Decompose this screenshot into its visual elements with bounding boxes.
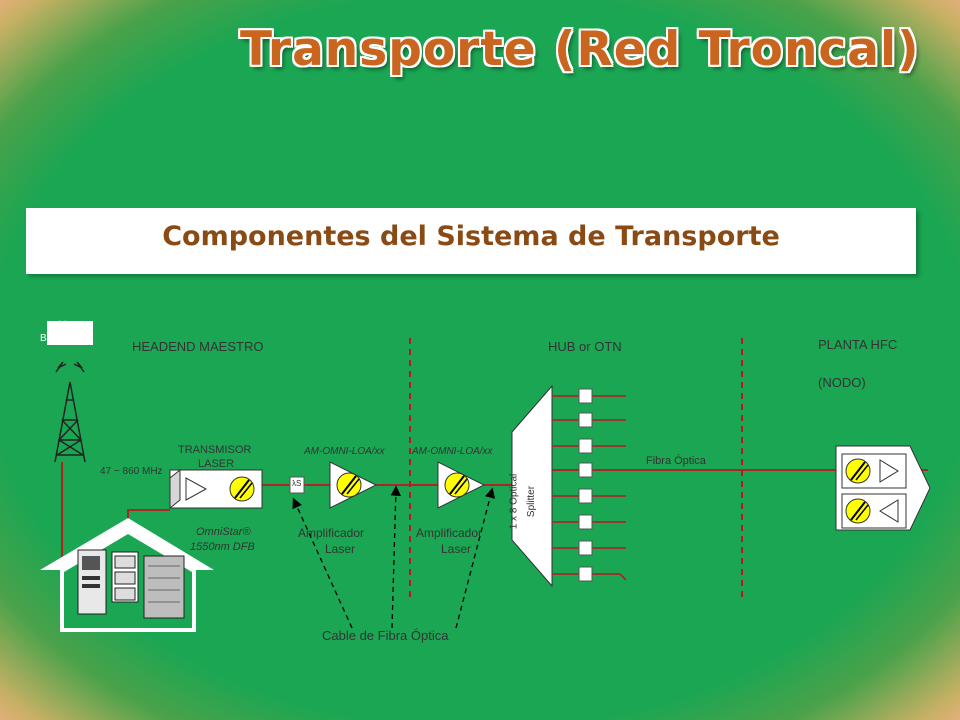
frequency-label: 47 ~ 860 MHz: [100, 466, 163, 477]
cable-pointer-arrows: [292, 485, 496, 629]
slide-subtitle: Componentes del Sistema de Transporte: [162, 221, 780, 252]
transmitter-model-line1: OmniStar®: [196, 526, 251, 538]
subtitle-banner: Componentes del Sistema de Transporte: [26, 208, 916, 274]
lambda-box: [289, 476, 305, 494]
optical-splitter-icon: [511, 384, 553, 588]
amp1-model: AM-OMNI-LOA/xx: [304, 446, 385, 457]
splitter-label-line2: Splitter: [526, 485, 538, 518]
splitter-label-line1: 1 x 8 Optical: [508, 473, 520, 530]
transmitter-laser-icon: [169, 468, 263, 510]
section-headend: HEADEND MAESTRO: [132, 339, 264, 354]
video-broadcast-badge: [47, 321, 93, 345]
amp2-model: AM-OMNI-LOA/xx: [412, 446, 493, 457]
transmitter-label-line1: TRANSMISOR: [178, 444, 252, 456]
headend-building-icon: [40, 518, 214, 632]
hfc-node-icon: [835, 445, 931, 531]
fiber-label: Fibra Óptica: [646, 455, 706, 467]
lambda-label: λS: [292, 479, 302, 488]
video-label-line1: Video: [52, 320, 78, 331]
section-hub: HUB or OTN: [548, 339, 622, 354]
transmitter-label-line2: LASER: [198, 458, 235, 470]
amp2-label-line2: Laser: [441, 542, 472, 556]
transmitter-model-line2: 1550nm DFB: [190, 541, 255, 553]
amp2-label-line1: Amplificador: [416, 526, 483, 540]
broadcast-tower-icon: [54, 361, 86, 463]
section-planta-line1: PLANTA HFC: [818, 337, 898, 352]
amp1-label-line2: Laser: [325, 542, 356, 556]
splitter-outputs: [552, 388, 627, 582]
laser-amplifier-1-icon: [329, 461, 378, 509]
amp1-label-line1: Amplificador: [298, 526, 365, 540]
laser-amplifier-2-icon: [437, 461, 486, 509]
video-label-line2: Broadcast: [40, 333, 86, 344]
slide-title: Transporte (Red Troncal): [240, 22, 920, 77]
cable-label: Cable de Fibra Óptica: [322, 628, 449, 643]
section-planta-line2: (NODO): [818, 375, 866, 390]
